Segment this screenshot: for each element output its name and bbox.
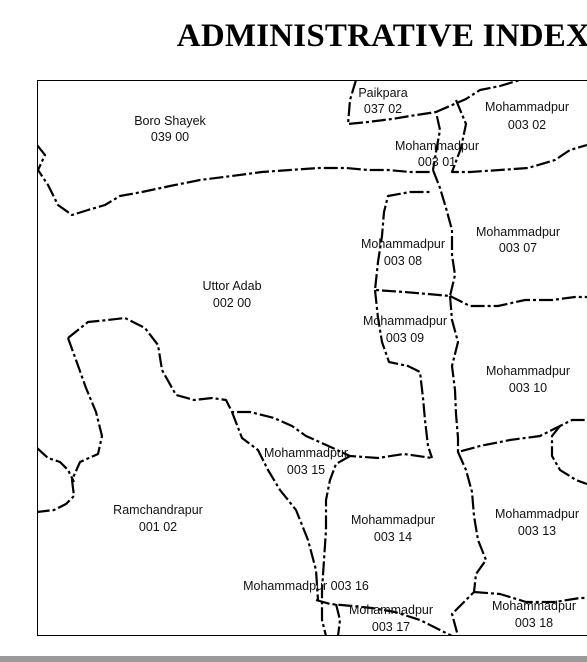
bottom-rule [0, 656, 587, 662]
region-name: Mohammadpur [264, 446, 348, 460]
region-name: Mohammadpur [486, 364, 570, 378]
region-code: 002 00 [213, 296, 251, 310]
region-label-mohammadpur-0308: Mohammadpur 003 08 [361, 237, 445, 268]
boundary-ramchandrapur-left [37, 337, 104, 514]
region-name: Mohammadpur [395, 139, 479, 153]
region-label-mohammadpur-0315: Mohammadpur 003 15 [264, 446, 348, 477]
region-code: 003 13 [518, 524, 556, 538]
region-name: Mohammadpur [349, 603, 433, 617]
region-name: Mohammadpur [351, 513, 435, 527]
region-label-mohammadpur-0301: Mohammadpur 003 01 [395, 139, 479, 169]
region-name: Mohammadpur [361, 237, 445, 251]
region-label-mohammadpur-0316: Mohammadpur 003 16 [243, 579, 369, 593]
region-label-paikpara: Paikpara 037 02 [358, 86, 407, 116]
boundary-mohammadpur-0308 [373, 169, 457, 298]
region-label-mohammadpur-0310: Mohammadpur 003 10 [486, 364, 570, 395]
boundary-mohammadpur-0307 [449, 295, 587, 308]
region-name: Mohammadpur 003 16 [243, 579, 369, 593]
region-label-boro-shayek: Boro Shayek 039 00 [134, 114, 206, 144]
region-name: Uttor Adab [202, 279, 261, 293]
map-title: ADMINISTRATIVE INDEX [176, 18, 587, 54]
region-code: 003 01 [418, 155, 456, 169]
region-code: 003 15 [287, 463, 325, 477]
region-code: 037 02 [364, 102, 402, 116]
boundary-mohammadpur-0317 [334, 603, 342, 636]
boundary-mohammadpur-0313-left [550, 425, 587, 486]
boundary-mohammadpur-0302 [435, 80, 521, 114]
region-code: 003 18 [515, 616, 553, 630]
boundary-mohammadpur-0310 [448, 295, 587, 454]
region-code: 003 07 [499, 241, 537, 255]
region-label-mohammadpur-0313: Mohammadpur 003 13 [495, 507, 579, 538]
region-code: 039 00 [151, 130, 189, 144]
region-code: 003 02 [508, 118, 546, 132]
region-label-mohammadpur-0307: Mohammadpur 003 07 [476, 225, 560, 255]
boundary-mohammadpur-0309 [373, 289, 434, 459]
region-label-mohammadpur-0318: Mohammadpur 003 18 [492, 599, 576, 630]
region-label-ramchandrapur: Ramchandrapur 001 02 [113, 503, 203, 534]
boundary-mohammadpur-0315-right [320, 455, 351, 636]
region-label-uttor-adab: Uttor Adab 002 00 [202, 279, 261, 310]
region-name: Mohammadpur [363, 314, 447, 328]
region-label-mohammadpur-0309: Mohammadpur 003 09 [363, 314, 447, 345]
region-name: Mohammadpur [495, 507, 579, 521]
region-name: Boro Shayek [134, 114, 206, 128]
boundary-mohammadpur-0314 [450, 451, 488, 636]
region-label-mohammadpur-0302: Mohammadpur 003 02 [485, 100, 569, 132]
region-name: Mohammadpur [476, 225, 560, 239]
region-name: Paikpara [358, 86, 407, 100]
boundary-mohammadpur-0301-right [450, 99, 587, 174]
region-name: Mohammadpur [485, 100, 569, 114]
boundary-uttor-adab [67, 316, 433, 460]
boundaries-layer [37, 80, 587, 636]
region-code: 003 09 [386, 331, 424, 345]
region-labels: Boro Shayek 039 00 Paikpara 037 02 Moham… [113, 86, 579, 634]
region-code: 001 02 [139, 520, 177, 534]
map-frame [37, 80, 587, 636]
boundary-paikpara [346, 80, 442, 171]
region-code: 003 10 [509, 381, 547, 395]
boundary-mohammadpur-0316 [315, 598, 453, 636]
region-label-mohammadpur-0317: Mohammadpur 003 17 [349, 603, 433, 634]
boundary-ramchandrapur-top [37, 447, 75, 483]
boundary-boro-shayek [37, 144, 430, 217]
boundary-mohammadpur-0315 [230, 411, 320, 601]
region-code: 003 08 [384, 254, 422, 268]
region-code: 003 17 [372, 620, 410, 634]
region-name: Ramchandrapur [113, 503, 203, 517]
region-code: 003 14 [374, 530, 412, 544]
region-label-mohammadpur-0314: Mohammadpur 003 14 [351, 513, 435, 544]
region-name: Mohammadpur [492, 599, 576, 613]
